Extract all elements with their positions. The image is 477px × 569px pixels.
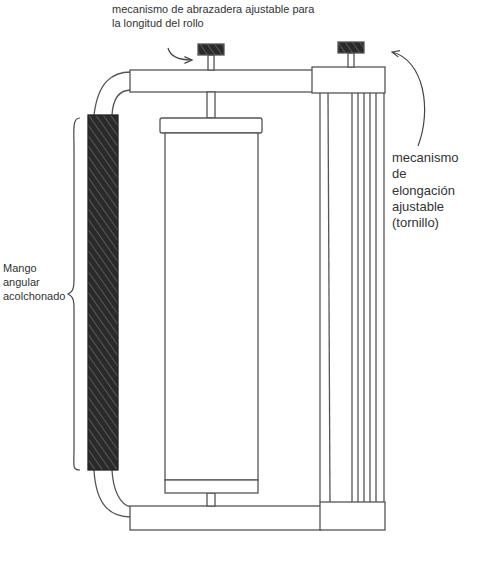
roll-shaft <box>207 493 215 506</box>
roll-cap <box>165 480 258 493</box>
frame-curve <box>112 470 131 507</box>
screw-shaft <box>348 53 354 67</box>
leader-arrow <box>168 48 192 60</box>
frame-curve <box>94 72 131 115</box>
roll <box>165 133 258 480</box>
clamp-shaft <box>208 55 214 70</box>
leader-arrow <box>392 52 425 146</box>
bottom-bar <box>130 506 321 530</box>
elongation-rods <box>320 93 384 502</box>
annotation-label: mecanismo de abrazadera ajustable para l… <box>112 3 317 31</box>
clamp-knob <box>198 44 224 55</box>
frame-curve <box>94 470 131 517</box>
screw-knob <box>338 42 364 53</box>
bracket <box>68 118 80 470</box>
frame-curve <box>112 90 131 115</box>
elongation-housing <box>320 502 385 530</box>
annotation-label: mecanismo de elongación ajustable (torni… <box>392 150 468 231</box>
top-bar <box>130 70 313 92</box>
padded-handle <box>88 115 118 470</box>
elongation-housing <box>312 67 385 93</box>
annotation-label: Mango angular acolchonado <box>3 262 69 303</box>
roll-cap <box>160 118 262 133</box>
roll-shaft <box>207 92 215 118</box>
